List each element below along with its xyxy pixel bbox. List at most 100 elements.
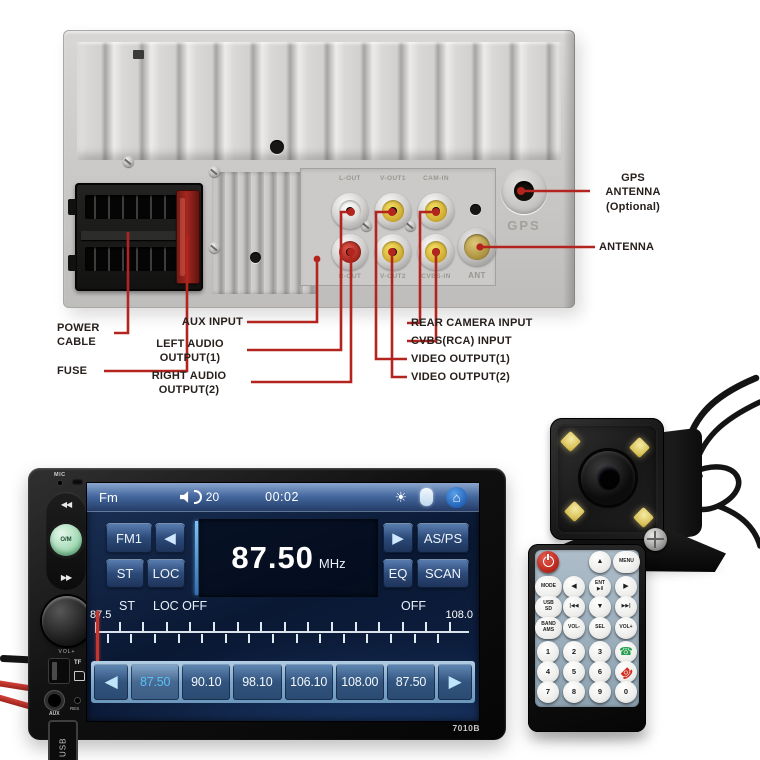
remote-button-band-ams[interactable]: BAND AMS (535, 617, 562, 639)
mic-hole (58, 481, 62, 485)
aux-front-jack[interactable] (48, 694, 61, 707)
rca-v-out2-port (375, 234, 411, 270)
preset-button[interactable]: 87.50 (131, 664, 180, 700)
remote-button-down[interactable]: ▼ (589, 596, 611, 618)
fuse (176, 190, 200, 284)
brightness-icon[interactable]: ☀ (394, 488, 407, 505)
remote-button-usb-sd[interactable]: USB SD (535, 596, 562, 618)
scale-tick (413, 634, 416, 643)
head-unit-back-panel: L-OUT V-OUT1 CAM-IN R-OUT V-OUT2 CVBS-IN… (63, 30, 575, 308)
volume-knob[interactable] (42, 596, 92, 646)
remote-button-call[interactable]: ☎ (615, 641, 637, 663)
remote-button-digit-4[interactable]: 4 (537, 661, 559, 683)
callout-gps-antenna: GPS ANTENNA (Optional) (605, 172, 661, 213)
scan-button[interactable]: SCAN (417, 559, 469, 588)
rca-r-out-port (332, 234, 368, 270)
scale-tick (331, 622, 333, 631)
remote-button-digit-0[interactable]: 0 (615, 681, 637, 703)
port-label-v-out2: V-OUT2 (380, 273, 406, 280)
remote-button-right[interactable]: ▶ (615, 576, 637, 598)
connector-tab (68, 199, 76, 215)
bluetooth-phone-icon[interactable] (420, 488, 433, 506)
as-ps-button[interactable]: AS/PS (417, 523, 469, 553)
remote-button-digit-7[interactable]: 7 (537, 681, 559, 703)
head-unit-front: MIC ◀◀ O/M ▶▶ VOL+ TF AUX RES USB 7010B … (28, 468, 506, 760)
remote-button-digit-8[interactable]: 8 (563, 681, 585, 703)
right-status: OFF (401, 599, 426, 613)
tune-up-button[interactable]: ▶ (383, 523, 413, 553)
preset-prev-button[interactable]: ◀ (94, 664, 128, 700)
loc-button[interactable]: LOC (147, 559, 185, 588)
remote-button-next-track[interactable]: ▶▶| (615, 596, 637, 618)
power-mode-button[interactable]: O/M (50, 524, 82, 556)
callout-video-output-1: VIDEO OUTPUT(1) (411, 353, 510, 365)
connector-tab (68, 255, 76, 271)
remote-button-left[interactable]: ◀ (563, 576, 585, 598)
remote-button-prev-track[interactable]: |◀◀ (563, 596, 585, 618)
next-track-button[interactable]: ▶▶ (60, 573, 72, 582)
remote-button-digit-1[interactable]: 1 (537, 641, 559, 663)
remote-button-vol-minus[interactable]: VOL- (563, 617, 585, 639)
preset-button[interactable]: 98.10 (233, 664, 282, 700)
frequency-unit: MHz (318, 555, 346, 571)
remote-button-digit-6[interactable]: 6 (589, 661, 611, 683)
callout-antenna: ANTENNA (599, 241, 655, 253)
scale-tick (154, 634, 156, 643)
status-bar: Fm 20 00:02 ☀ ⌂ (87, 483, 479, 511)
usb-port-label: USB (58, 737, 68, 757)
port-label-gps: GPS (507, 218, 541, 233)
scale-tick (189, 622, 192, 631)
remote-button-digit-3[interactable]: 3 (589, 641, 611, 663)
callout-aux-input: AUX INPUT (181, 316, 243, 328)
home-button[interactable]: ⌂ (446, 486, 467, 508)
remote-button-mode[interactable]: MODE (535, 576, 562, 598)
scale-tick (283, 622, 286, 631)
preset-button[interactable]: 108.00 (335, 664, 384, 700)
eq-button[interactable]: EQ (383, 559, 413, 588)
remote-button-end-call[interactable]: ☎ (615, 661, 637, 683)
connector-pin-row (85, 195, 189, 219)
reset-label: RES (70, 706, 80, 711)
preset-button[interactable]: 106.10 (284, 664, 333, 700)
remote-button-digit-5[interactable]: 5 (563, 661, 585, 683)
touchscreen[interactable]: Fm 20 00:02 ☀ ⌂ FM1 ◀ ST LOC 87.50 (86, 482, 480, 722)
port-label-v-out1: V-OUT1 (380, 175, 406, 182)
tune-down-button[interactable]: ◀ (155, 523, 185, 553)
band-fm1-button[interactable]: FM1 (106, 523, 152, 553)
rear-camera (550, 418, 664, 540)
aux-jack-label: AUX (49, 711, 60, 717)
reset-hole[interactable] (75, 698, 80, 703)
remote-button-menu[interactable]: MENU (613, 551, 640, 573)
scale-tick (437, 634, 440, 643)
callout-left-audio-output: LEFT AUDIO OUTPUT(1) (156, 338, 224, 365)
remote-button-vol-plus[interactable]: VOL+ (615, 617, 637, 639)
tf-card-slot[interactable] (48, 658, 70, 684)
remote-button-sel[interactable]: SEL (589, 617, 611, 639)
screw (361, 220, 372, 231)
scale-tick (201, 634, 204, 643)
prev-track-button[interactable]: ◀◀ (60, 500, 72, 509)
heatsink-fins (77, 42, 561, 160)
preset-next-button[interactable]: ▶ (438, 664, 473, 700)
loc-status: LOC OFF (153, 599, 208, 613)
camera-lens (581, 451, 635, 505)
mount-hole (270, 140, 284, 154)
volume-knob-label: VOL+ (58, 649, 76, 655)
scale-tick (378, 622, 381, 631)
clock: 00:02 (265, 490, 299, 504)
frequency-display: 87.50 MHz (199, 519, 378, 597)
stereo-button[interactable]: ST (106, 559, 144, 588)
usb-port[interactable]: USB (48, 720, 78, 760)
preset-button[interactable]: 87.50 (386, 664, 436, 700)
frequency-value: 87.50 (231, 540, 314, 575)
remote-button-digit-9[interactable]: 9 (589, 681, 611, 703)
scale-tick (224, 634, 227, 643)
preset-button[interactable]: 90.10 (182, 664, 231, 700)
remote-button-up[interactable]: ▲ (589, 551, 611, 573)
remote-button-enter[interactable]: ENT ▶‖ (589, 576, 611, 598)
remote-button-digit-2[interactable]: 2 (563, 641, 585, 663)
remote-button-power[interactable] (537, 551, 559, 573)
ir-receiver (72, 479, 83, 485)
